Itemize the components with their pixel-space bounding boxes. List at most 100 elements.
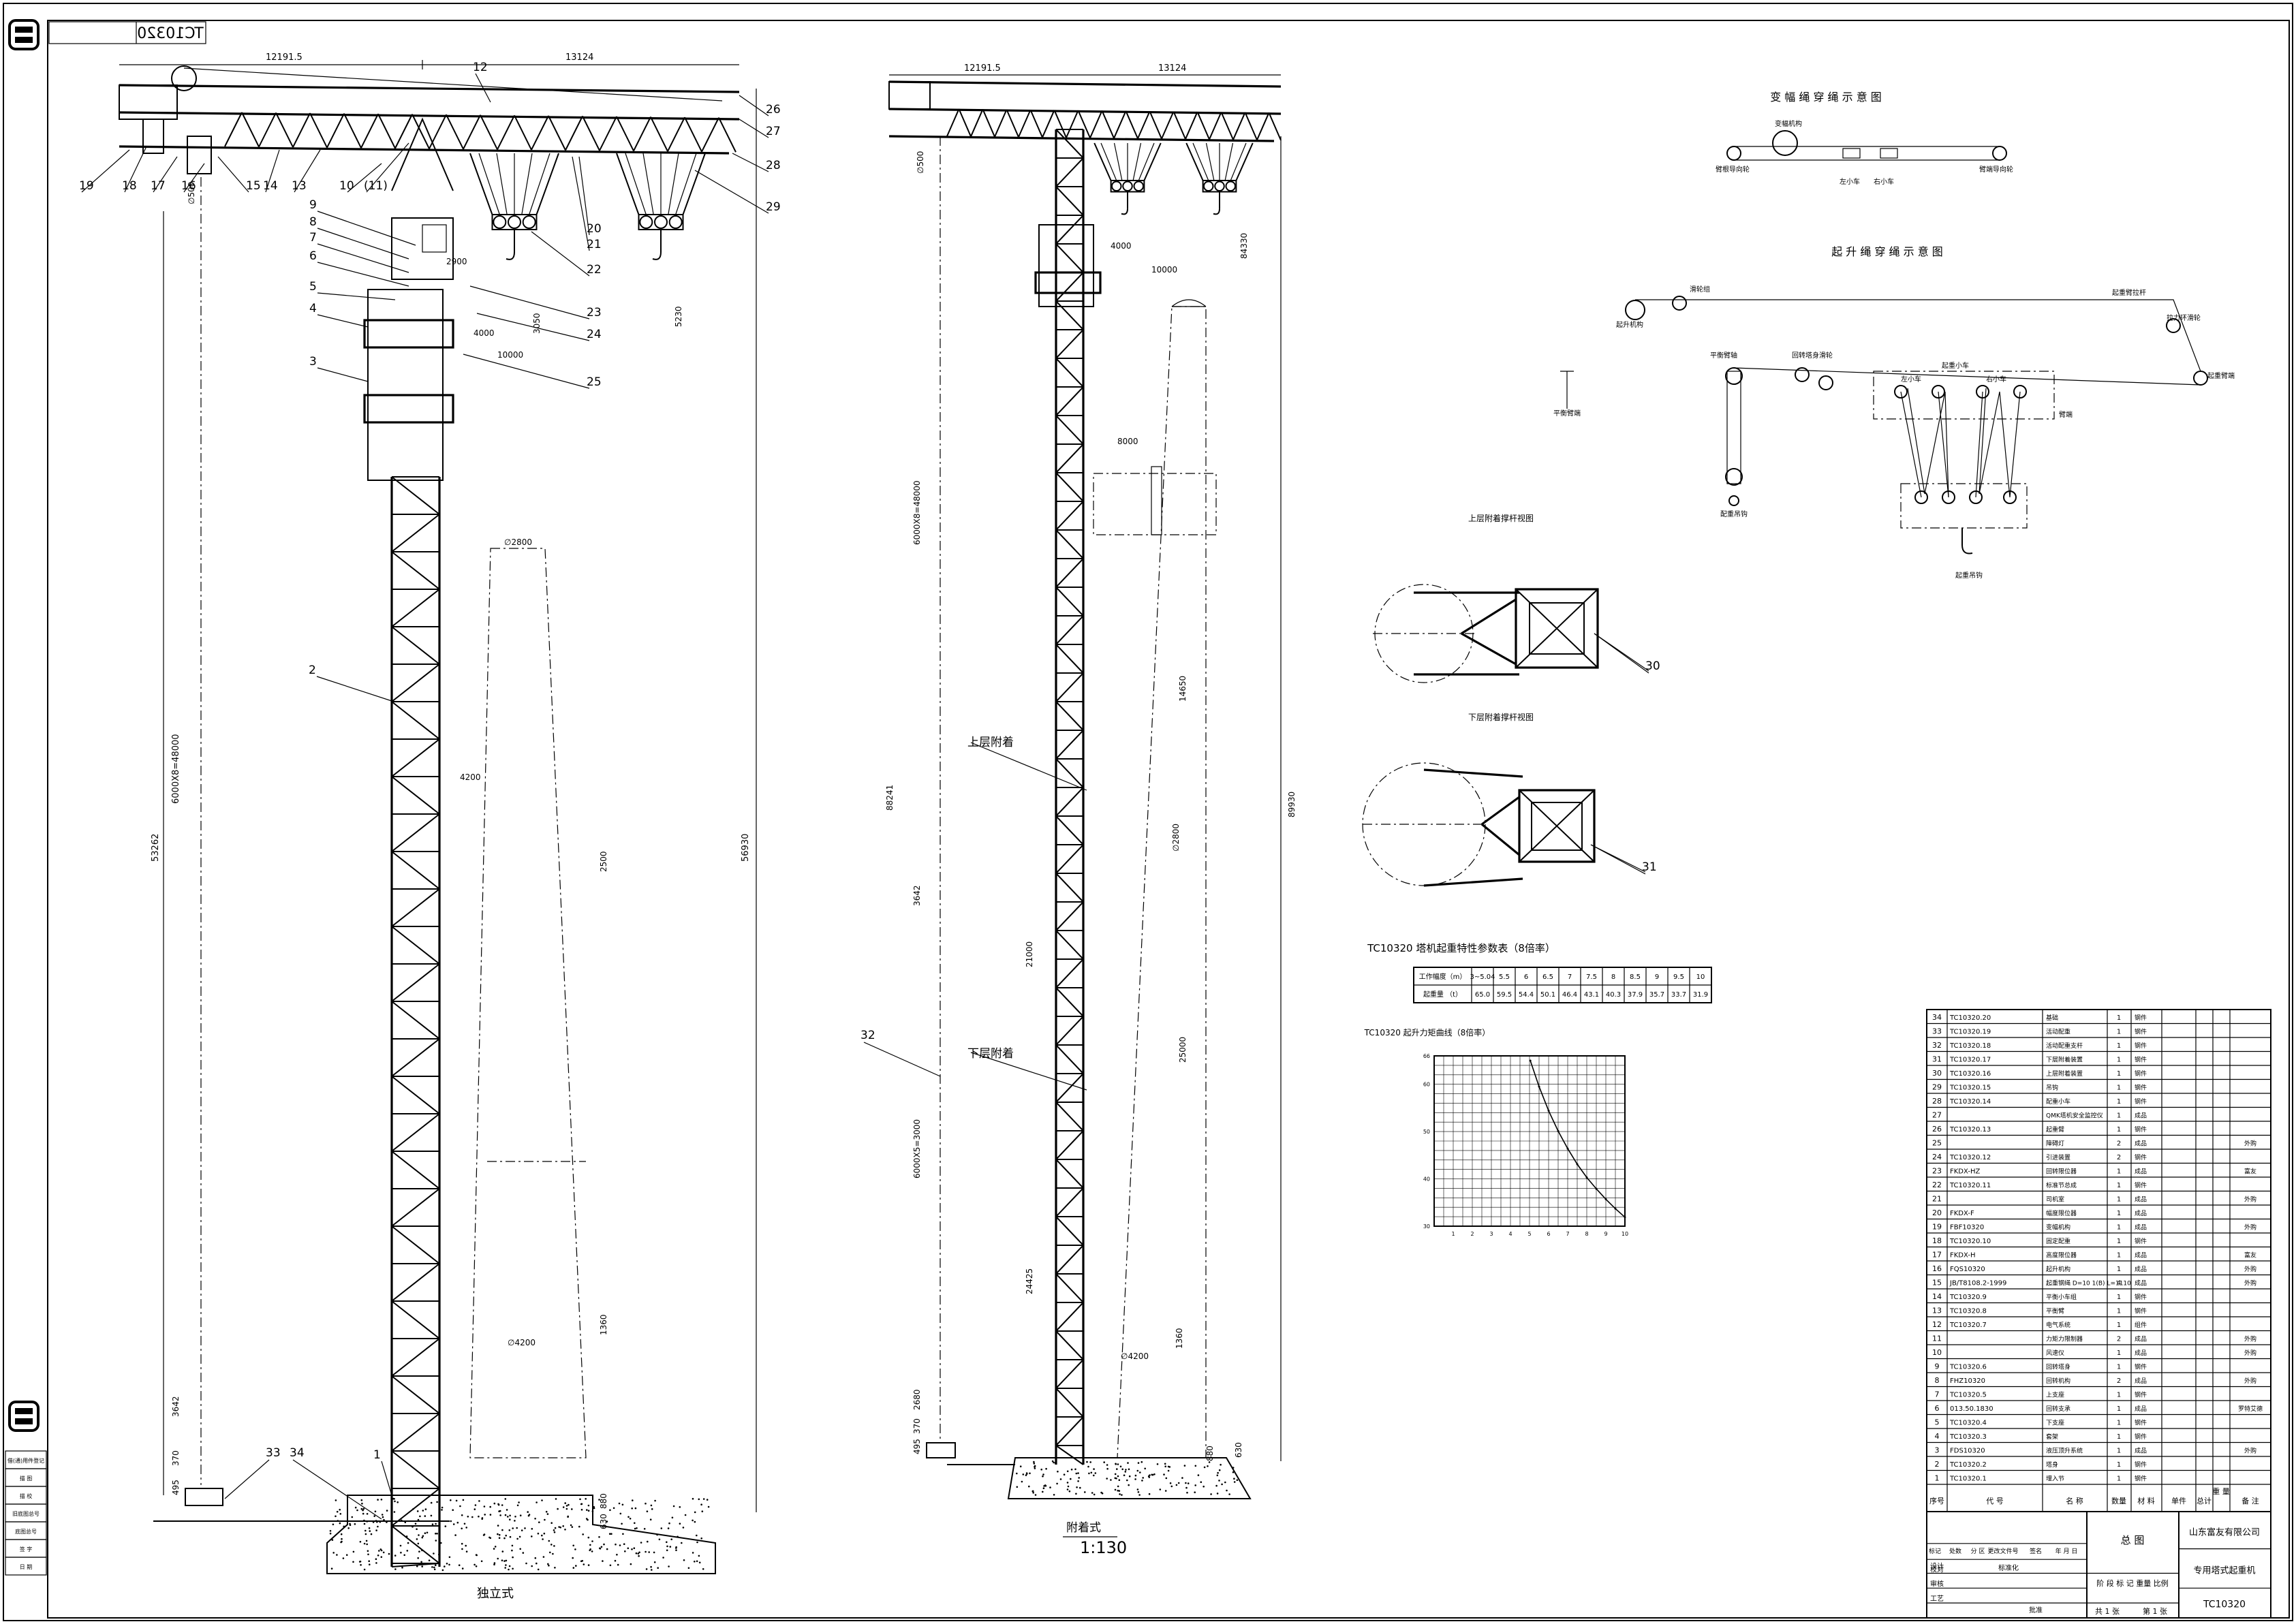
- balloon-3: 3: [309, 355, 317, 369]
- title-role: 工艺: [1930, 1595, 1944, 1603]
- svg-text:钢件: 钢件: [2135, 1069, 2147, 1078]
- svg-text:成品: 成品: [2135, 1349, 2147, 1357]
- perf-head-radius: 工作幅度（m）: [1419, 972, 1467, 981]
- hoist-label-cw-hook: 配重吊钩: [1720, 510, 1748, 518]
- svg-text:29: 29: [1932, 1083, 1942, 1092]
- svg-text:8: 8: [1935, 1376, 1940, 1385]
- svg-text:钢件: 钢件: [2135, 1237, 2147, 1245]
- svg-text:1: 1: [2117, 1349, 2121, 1357]
- stamp-text: TC10320: [137, 25, 204, 42]
- svg-text:3: 3: [1935, 1446, 1940, 1455]
- foundation-hatch: [329, 1497, 710, 1572]
- svg-text:成品: 成品: [2135, 1168, 2147, 1176]
- title-std: 标准化: [1998, 1563, 2019, 1572]
- svg-text:回转塔身: 回转塔身: [2046, 1363, 2070, 1371]
- luffing-rope-diagram: 变 幅 绳 穿 绳 示 意 图 变幅机构 臂根导向轮 左小车 右小车 臂端导向轮: [1716, 91, 2013, 186]
- company-logo-top: [8, 19, 40, 50]
- view-label-attached: 附着式: [1066, 1521, 1101, 1535]
- balloon-16: 16: [181, 179, 196, 193]
- bom-header-cell: 材 料: [2137, 1496, 2155, 1505]
- balloon-29: 29: [766, 200, 781, 214]
- balloon-9: 9: [309, 198, 317, 212]
- svg-text:1: 1: [2117, 1238, 2121, 1245]
- svg-text:1: 1: [2117, 1420, 2121, 1427]
- dim-25000: 25000: [1178, 1037, 1188, 1063]
- perf-load-cell: 33.7: [1671, 991, 1686, 999]
- svg-text:上层附着装置: 上层附着装置: [2046, 1069, 2083, 1078]
- svg-text:钢件: 钢件: [2135, 1084, 2147, 1092]
- perf-load-cell: 31.9: [1693, 991, 1708, 999]
- svg-text:1: 1: [2117, 1029, 2121, 1036]
- svg-text:外购: 外购: [2244, 1279, 2256, 1287]
- chart-xtick: 3: [1489, 1231, 1493, 1237]
- svg-text:回转支承: 回转支承: [2046, 1405, 2070, 1413]
- svg-text:配重小车: 配重小车: [2046, 1097, 2070, 1106]
- chart-xtick: 7: [1566, 1231, 1569, 1237]
- svg-text:31: 31: [1932, 1055, 1942, 1064]
- chart-xtick: 5: [1527, 1231, 1531, 1237]
- dim-3050: 3050: [532, 313, 542, 334]
- svg-text:1: 1: [2117, 1294, 2121, 1301]
- svg-text:1: 1: [2117, 1098, 2121, 1106]
- hoist-label-right: 右小车: [1986, 375, 2006, 384]
- svg-text:28: 28: [1932, 1097, 1942, 1106]
- svg-text:1: 1: [2117, 1014, 2121, 1022]
- balloon-15: 15: [246, 179, 261, 193]
- svg-text:司机室: 司机室: [2046, 1196, 2064, 1204]
- svg-text:16: 16: [1932, 1264, 1942, 1273]
- jib-freestanding: [119, 65, 740, 174]
- svg-text:2: 2: [2117, 1140, 2121, 1148]
- svg-text:19: 19: [1932, 1223, 1942, 1232]
- svg-text:钢件: 钢件: [2135, 1042, 2147, 1050]
- perf-load-cell: 43.1: [1584, 991, 1599, 999]
- svg-text:1: 1: [2117, 1168, 2121, 1176]
- svg-text:TC10320.1: TC10320.1: [1949, 1475, 1987, 1483]
- svg-text:平衡臂: 平衡臂: [2046, 1307, 2064, 1315]
- svg-text:1: 1: [2117, 1405, 2121, 1413]
- svg-text:外购: 外购: [2244, 1377, 2256, 1385]
- svg-text:FDS10320: FDS10320: [1950, 1448, 1985, 1455]
- label-upper-tie: 上层附着: [967, 736, 1014, 749]
- tower-mast-attached: [1055, 129, 1085, 1465]
- svg-text:FKDX-F: FKDX-F: [1950, 1210, 1974, 1217]
- svg-text:成品: 成品: [2135, 1223, 2147, 1232]
- luff-label-right: 右小车: [1874, 177, 1894, 186]
- balloon-23: 23: [587, 306, 602, 319]
- svg-text:2: 2: [2117, 1377, 2121, 1385]
- svg-text:成品: 成品: [2135, 1447, 2147, 1455]
- dim-630-attached: 630: [1234, 1442, 1243, 1458]
- drawing-stamp: TC10320: [48, 21, 206, 44]
- lower-support: [363, 394, 454, 424]
- svg-text:11: 11: [1932, 1334, 1942, 1343]
- balloon-31: 31: [1642, 860, 1657, 874]
- svg-text:22: 22: [1932, 1181, 1942, 1189]
- perf-load-cell: 37.9: [1628, 991, 1643, 999]
- chart-point: [1614, 1207, 1617, 1210]
- svg-text:2: 2: [2117, 1336, 2121, 1343]
- bom-header-cell: 数量: [2111, 1497, 2126, 1505]
- chart-xtick: 10: [1622, 1231, 1628, 1237]
- hoist-label-hook: 起重吊钩: [1955, 571, 1983, 580]
- balloon-14: 14: [263, 179, 278, 193]
- chart-xtick: 6: [1547, 1231, 1550, 1237]
- svg-text:成品: 成品: [2135, 1377, 2147, 1385]
- foundation: [326, 1495, 716, 1574]
- hoist-label-tie: 起重臂拉杆: [2112, 288, 2146, 297]
- svg-text:2: 2: [1935, 1460, 1940, 1469]
- svg-text:1: 1: [2117, 1126, 2121, 1134]
- hoist-label-mechanism: 起升机构: [1616, 320, 1643, 329]
- dim-4200: 4200: [460, 772, 481, 782]
- svg-text:1: 1: [2117, 1433, 2121, 1441]
- svg-text:引进装置: 引进装置: [2046, 1153, 2070, 1161]
- tower-head: [391, 117, 454, 191]
- title-stage: 阶 段 标 记 重量 比例: [2096, 1578, 2168, 1588]
